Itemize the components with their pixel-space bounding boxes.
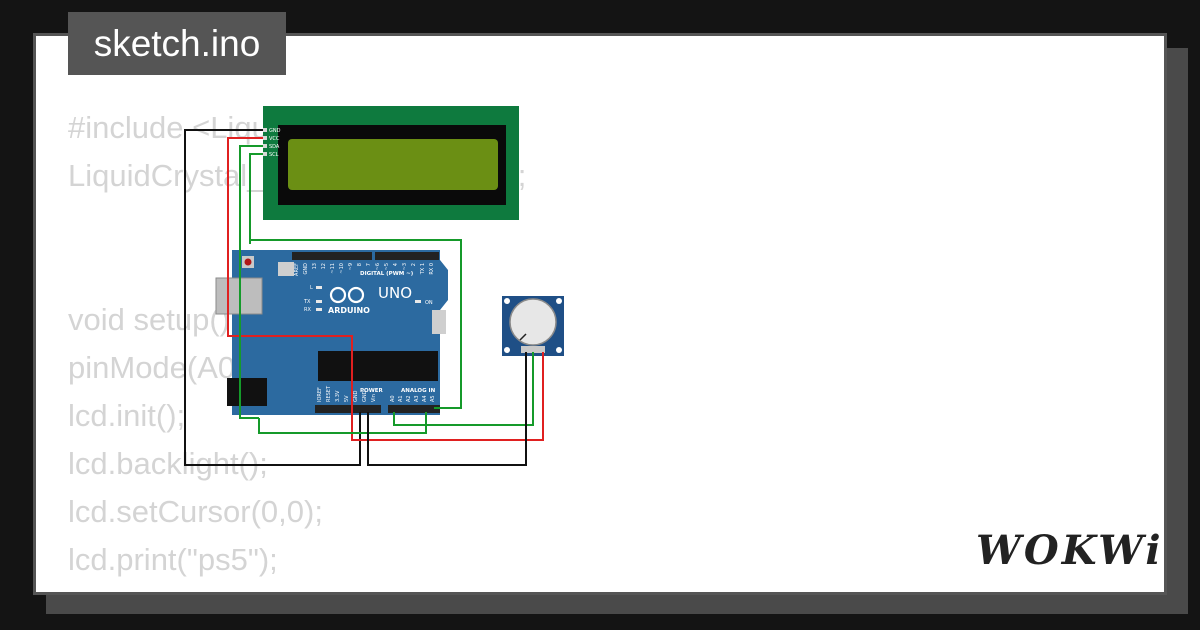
pot-hole: [504, 347, 510, 353]
pin-label: 8: [357, 263, 363, 266]
rx-led: [316, 308, 322, 311]
pin-label: A3: [414, 395, 420, 402]
arduino-infinity-logo: [329, 286, 365, 304]
power-jack: [227, 378, 267, 406]
wire-lcd-gnd: [184, 129, 361, 466]
pin-label: A0: [390, 395, 396, 402]
code-line: lcd.init();: [68, 398, 186, 433]
pin-label: ~3: [402, 263, 408, 270]
arduino-label: ARDUINO: [328, 306, 370, 315]
pin-label: Vin: [371, 394, 377, 402]
rx-led-label: RX: [304, 307, 311, 313]
pin-label: GND: [303, 263, 309, 275]
lcd-pin-label: SDA: [269, 144, 280, 150]
lcd-screen: [288, 139, 498, 190]
wire-lcd-sda-a: [239, 145, 263, 419]
pin-label: ~11: [330, 263, 336, 274]
lcd-pin-label: VCC: [269, 136, 280, 142]
analog-label: ANALOG IN: [401, 388, 436, 394]
pin-label: IOREF: [317, 387, 323, 402]
pin-label: A1: [398, 395, 404, 402]
pin-label: 12: [321, 263, 327, 269]
wire-lcd-sda: [258, 412, 427, 434]
pot-hole: [504, 298, 510, 304]
lcd-pin: [263, 128, 267, 132]
tx-led-label: TX: [303, 299, 311, 305]
digital-header-left: [292, 252, 372, 260]
wire-lcd-scl: [249, 239, 462, 409]
digital-header-right: [375, 252, 439, 260]
uno-label: UNO: [378, 284, 412, 302]
lcd-pin: [263, 136, 267, 140]
reset-button-cap: [244, 258, 252, 266]
pin-label: 7: [366, 263, 372, 266]
pin-label: 3.3V: [335, 390, 341, 402]
code-line: lcd.backlight();: [68, 446, 268, 481]
icsp-header-side: [432, 310, 446, 334]
pin-label: ~9: [348, 263, 354, 270]
pin-label: GND: [353, 390, 359, 402]
lcd-pin: [263, 144, 267, 148]
digital-label: DIGITAL (PWM ~): [360, 271, 414, 277]
code-line: lcd.setCursor(0,0);: [68, 494, 323, 529]
tx-led: [316, 300, 322, 303]
code-line: void setup() {: [68, 302, 249, 337]
wire-pot-gnd: [367, 352, 527, 466]
filename-tab[interactable]: sketch.ino: [68, 12, 286, 75]
wokwi-logo-text: WOKWi: [976, 527, 1164, 574]
lcd-module[interactable]: GND VCC SDA SCL: [263, 106, 519, 220]
potentiometer-pins: [521, 346, 545, 353]
pin-label: RX 0: [429, 263, 435, 275]
power-label: POWER: [360, 388, 384, 394]
lcd-pin-label: SCL: [269, 152, 279, 158]
on-led: [415, 300, 421, 303]
pin-label: ~5: [384, 263, 390, 270]
pin-label: ~6: [375, 263, 381, 270]
wire-lcd-vcc: [227, 137, 544, 441]
potentiometer-knob: [509, 298, 557, 346]
pin-label: AREF: [294, 263, 300, 276]
on-led-label: ON: [425, 300, 433, 306]
pin-label: 5V: [344, 395, 350, 402]
wokwi-logo: WOKWi: [976, 527, 1164, 574]
wire-lcd-scl-stub: [249, 153, 263, 244]
pin-label: A5: [430, 395, 436, 402]
code-line: lcd.print("ps5");: [68, 542, 278, 577]
pot-hole: [556, 347, 562, 353]
analog-header: [388, 405, 440, 413]
pin-label: ~10: [339, 263, 345, 274]
arduino-uno-board[interactable]: DIGITAL (PWM ~) UNO ARDUINO POWER ANALOG…: [215, 250, 448, 415]
wires: [184, 129, 544, 466]
lcd-pin: [263, 152, 267, 156]
knob-indicator: [519, 333, 527, 341]
pin-label: 4: [393, 263, 399, 266]
pin-label: 13: [312, 263, 318, 269]
pin-label: RESET: [326, 385, 332, 402]
l-led-label: L: [310, 285, 313, 291]
power-header: [315, 405, 381, 413]
l-led: [316, 286, 322, 289]
pin-label: GND: [362, 390, 368, 402]
wire-pot-signal: [393, 352, 534, 426]
icsp-header-top: [278, 262, 294, 276]
pin-label: 2: [411, 263, 417, 266]
pin-label: TX 1: [420, 263, 426, 275]
potentiometer[interactable]: [502, 296, 564, 356]
pin-label: A4: [422, 395, 428, 402]
pot-hole: [556, 298, 562, 304]
lcd-pin-label: GND: [269, 128, 281, 134]
code-line: delay(1000);: [68, 584, 526, 592]
pin-label: A2: [406, 395, 412, 402]
atmega-chip: [318, 351, 438, 381]
